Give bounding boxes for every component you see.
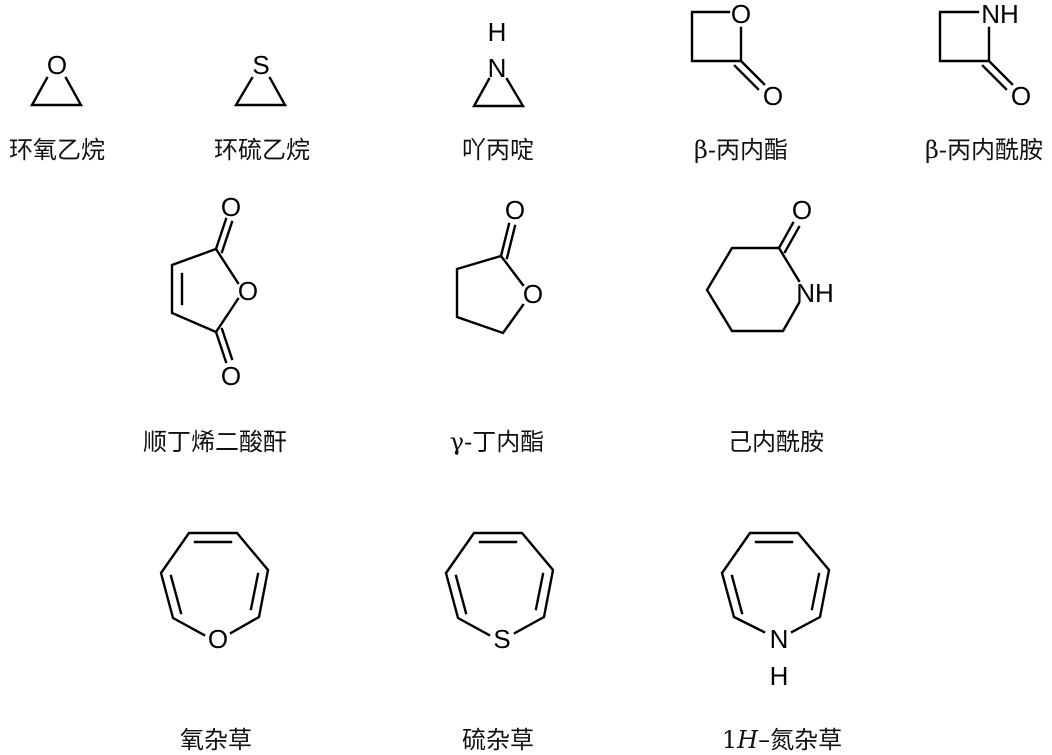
label-thiirane: 环硫乙烷	[214, 130, 310, 165]
atom-h: H	[770, 661, 789, 691]
label-text: 己内酰胺	[728, 428, 824, 456]
atom-s: S	[252, 50, 269, 80]
label-prefix-number: 1	[721, 726, 738, 754]
label-azepine: 1H–氮杂草	[722, 720, 842, 755]
caprolactam-structure: O NH	[705, 195, 834, 333]
atom-o: O	[47, 50, 67, 80]
label-oxepin: 氧杂草	[180, 720, 252, 755]
label-maleic-anhydride: 顺丁烯二酸酐	[143, 422, 287, 457]
label-gamma-butyrolactone: γ-丁内酯	[450, 422, 544, 457]
label-text: 硫杂草	[462, 726, 534, 754]
atom-o-bottom: O	[221, 361, 241, 391]
maleic-anhydride-structure: O O O	[170, 192, 258, 391]
aziridine-structure: N H	[471, 17, 526, 108]
atom-nh: NH	[796, 278, 834, 308]
gamma-butyrolactone-structure: O O	[455, 195, 543, 335]
atom-o-top: O	[221, 192, 241, 222]
atom-h: H	[488, 17, 507, 47]
label-prefix-italic: H	[737, 726, 759, 754]
atom-o-ring: O	[238, 276, 258, 306]
label-text: 丙内酯	[715, 136, 788, 164]
label-text: 吖丙啶	[462, 136, 534, 164]
atom-n: N	[488, 53, 507, 83]
label-prefix: β-	[925, 136, 947, 164]
atom-o-carbonyl: O	[505, 195, 525, 225]
atom-o: O	[208, 624, 228, 654]
label-text: 丙内酰胺	[946, 136, 1043, 164]
label-epoxide: 环氧乙烷	[9, 130, 105, 165]
label-prefix-dash: –	[758, 726, 771, 754]
beta-propiolactam-structure: NH O	[938, 0, 1031, 111]
atom-o-ring: O	[731, 0, 751, 29]
label-thiepin: 硫杂草	[462, 720, 534, 755]
atom-n: N	[770, 624, 789, 654]
beta-propiolactone-structure: O O	[690, 0, 783, 111]
atom-s: S	[493, 624, 510, 654]
azepine-structure: N H	[720, 531, 831, 691]
epoxide-structure: O	[29, 50, 84, 107]
atom-o-carbonyl: O	[1011, 81, 1031, 111]
label-text: 环氧乙烷	[9, 136, 105, 164]
label-text: 氧杂草	[180, 726, 252, 754]
label-beta-propiolactone: β-丙内酯	[694, 130, 788, 165]
label-text: 环硫乙烷	[214, 136, 310, 164]
label-caprolactam: 己内酰胺	[728, 422, 824, 457]
label-text: 顺丁烯二酸酐	[143, 428, 287, 456]
label-prefix: β-	[694, 136, 716, 164]
thiepin-structure: S	[444, 531, 555, 654]
oxepin-structure: O	[159, 531, 270, 654]
atom-nh: NH	[981, 0, 1019, 29]
atom-o-carbonyl: O	[763, 81, 783, 111]
label-text: 丁内酯	[472, 428, 545, 456]
atom-o-carbonyl: O	[792, 195, 812, 225]
label-prefix: γ-	[449, 428, 473, 456]
label-text: 氮杂草	[770, 726, 843, 754]
atom-o-ring: O	[523, 279, 543, 309]
label-aziridine: 吖丙啶	[462, 130, 534, 165]
thiirane-structure: S	[233, 50, 288, 107]
label-beta-propiolactam: β-丙内酰胺	[925, 130, 1043, 165]
